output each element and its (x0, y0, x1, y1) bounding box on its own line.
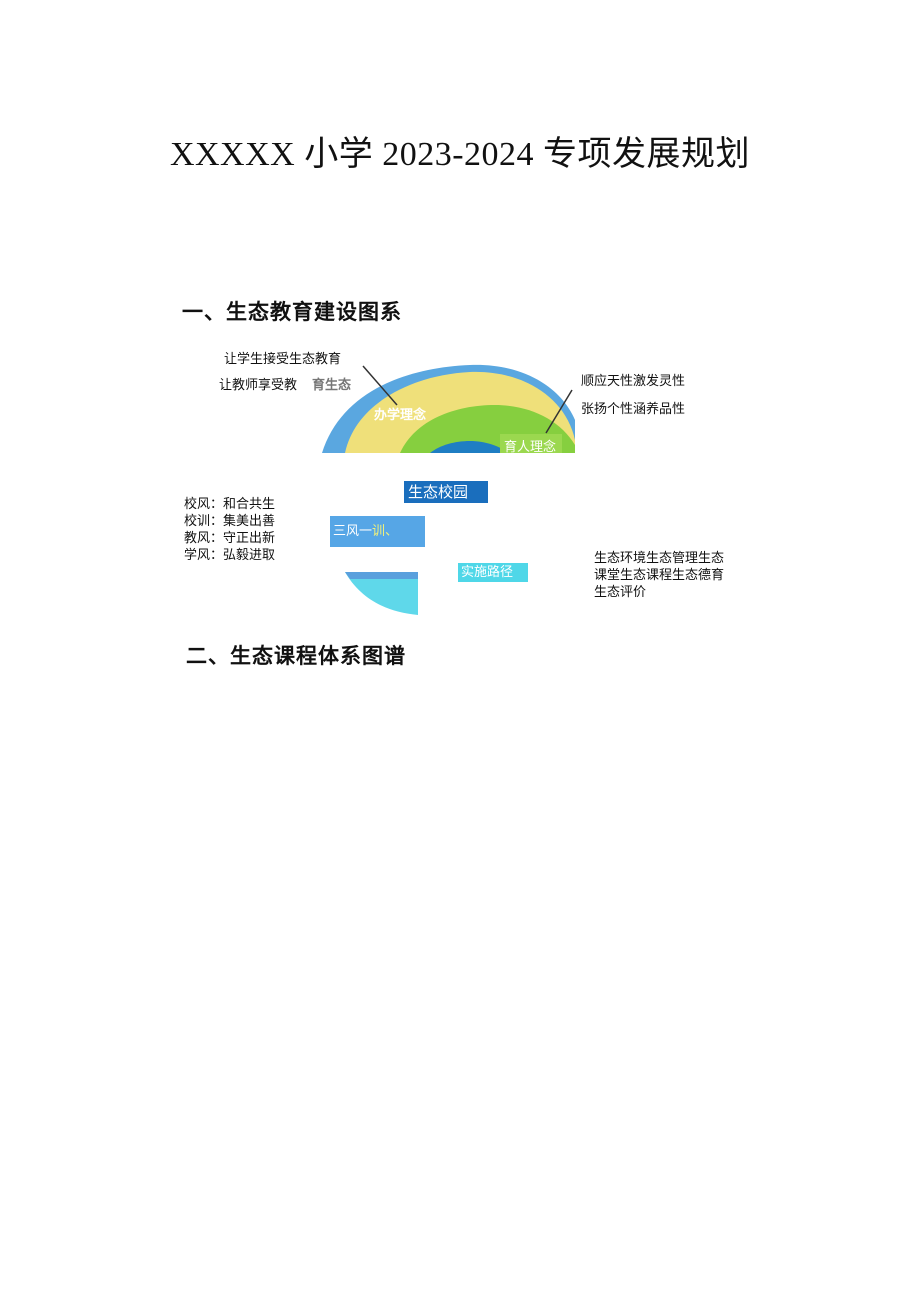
bottom-arc (345, 572, 418, 615)
callout-line-left (362, 365, 398, 406)
callout-right-2: 张扬个性涵养品性 (581, 402, 686, 417)
callout-left-1: 让学生接受生态教育 (224, 352, 342, 367)
path-items-text: 生态环境生态管理生态课堂生态课程生态德育生态评价 (594, 551, 725, 600)
arc-label-outer: 育生态 (312, 378, 352, 393)
callout-right-1: 顺应天性激发灵性 (581, 374, 686, 389)
path-label: 实施路径 (458, 563, 528, 582)
motto-item: 教风：守正出新 (184, 531, 276, 546)
callout-left-2: 让教师享受教 (219, 378, 298, 393)
arc-label-school: 办学理念 (374, 408, 427, 423)
three-winds-label-b: 训、 (372, 524, 399, 539)
motto-item: 学风：弘毅进取 (184, 548, 276, 563)
ecology-diagram (322, 364, 575, 615)
section-heading-1: 一、生态教育建设图系 (182, 300, 402, 324)
page-title: XXXXX 小学 2023-2024 专项发展规划 (169, 136, 751, 173)
motto-item: 校训：集美出善 (184, 514, 276, 529)
section-heading-2: 二、生态课程体系图谱 (186, 644, 406, 668)
motto-list: 校风：和合共生 校训：集美出善 教风：守正出新 学风：弘毅进取 (184, 496, 275, 564)
campus-label: 生态校园 (404, 481, 488, 503)
arc-label-education: 育人理念 (504, 440, 557, 455)
inner-blue-arc (430, 441, 508, 453)
three-winds-label-a: 三风一 (333, 524, 373, 539)
motto-item: 校风：和合共生 (184, 497, 276, 512)
three-winds-box: 三风一训、 (330, 516, 425, 547)
callout-line-right (545, 389, 573, 434)
